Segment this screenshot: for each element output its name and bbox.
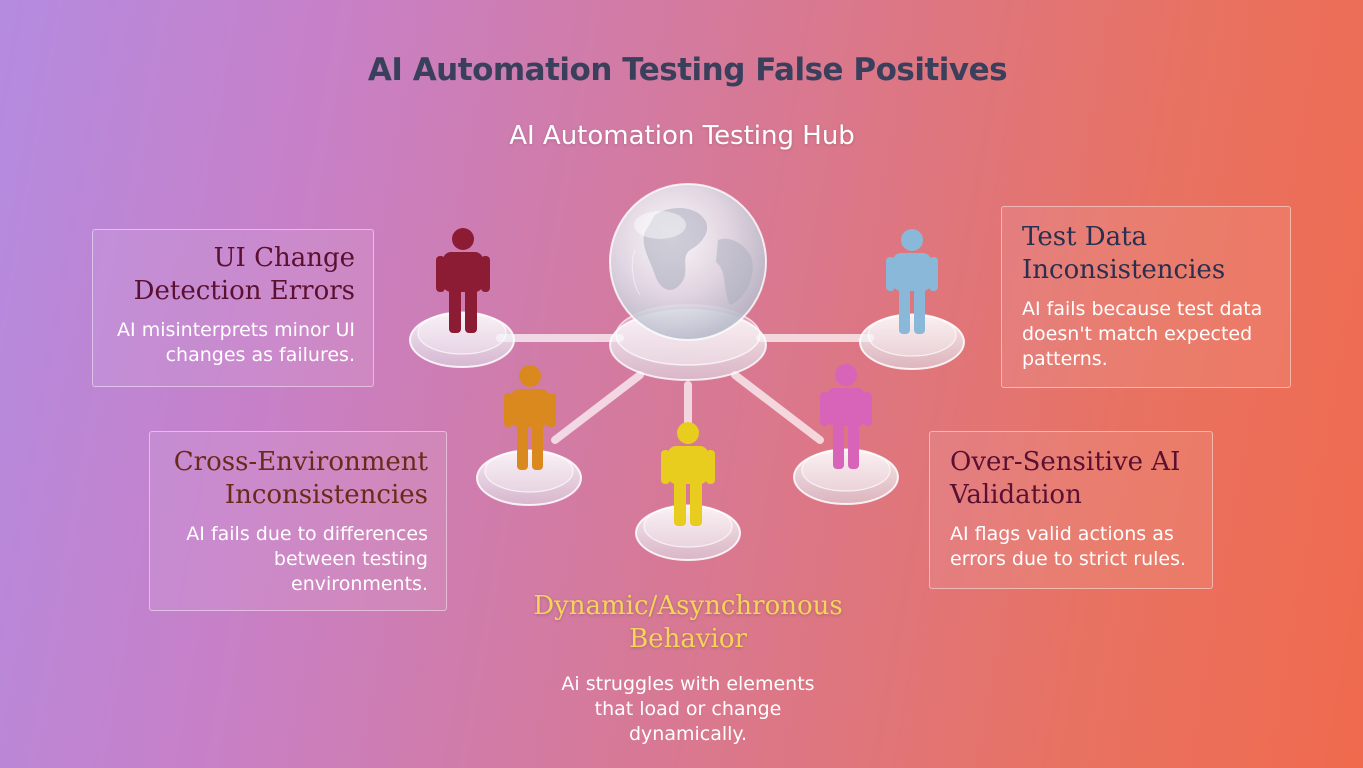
card-over-sensitive: Over-Sensitive AI Validation AI flags va… [929,431,1213,589]
card-cross-env: Cross-Environment Inconsistencies AI fai… [149,431,447,611]
connector-lines [496,334,874,444]
card-title: Test Data Inconsistencies [1022,222,1226,285]
card-description: AI fails because test data doesn't match… [1022,298,1263,370]
node-test-data [859,229,965,370]
card-title: UI Change Detection Errors [133,243,355,306]
card-description: AI fails due to differences between test… [186,523,428,595]
person-icon [436,228,490,333]
person-icon [661,422,715,526]
connector-over-sensitive [731,371,824,444]
card-description: AI flags valid actions as errors due to … [950,523,1187,570]
card-title: Dynamic/Asynchronous Behavior [533,591,843,654]
hub-title: AI Automation Testing Hub [509,121,855,151]
card-ui-change: UI Change Detection Errors AI misinterpr… [92,229,374,387]
node-cross-env [476,365,582,506]
person-icon [820,364,872,469]
card-title: Over-Sensitive AI Validation [950,447,1181,510]
card-test-data: Test Data Inconsistencies AI fails becau… [1001,206,1291,388]
node-dynamic [635,422,741,561]
node-ui-change [409,228,515,368]
connector-cross-env [551,371,644,444]
person-icon [504,365,556,470]
card-title: Cross-Environment Inconsistencies [173,447,428,510]
card-dynamic: Dynamic/Asynchronous Behavior Ai struggl… [500,590,876,747]
card-description: Ai struggles with elements that load or … [561,673,815,745]
globe-icon [609,183,767,341]
node-over-sensitive [793,364,899,505]
page-title: AI Automation Testing False Positives [367,52,1008,88]
card-description: AI misinterprets minor UI changes as fai… [117,319,355,366]
person-icon [886,229,938,334]
